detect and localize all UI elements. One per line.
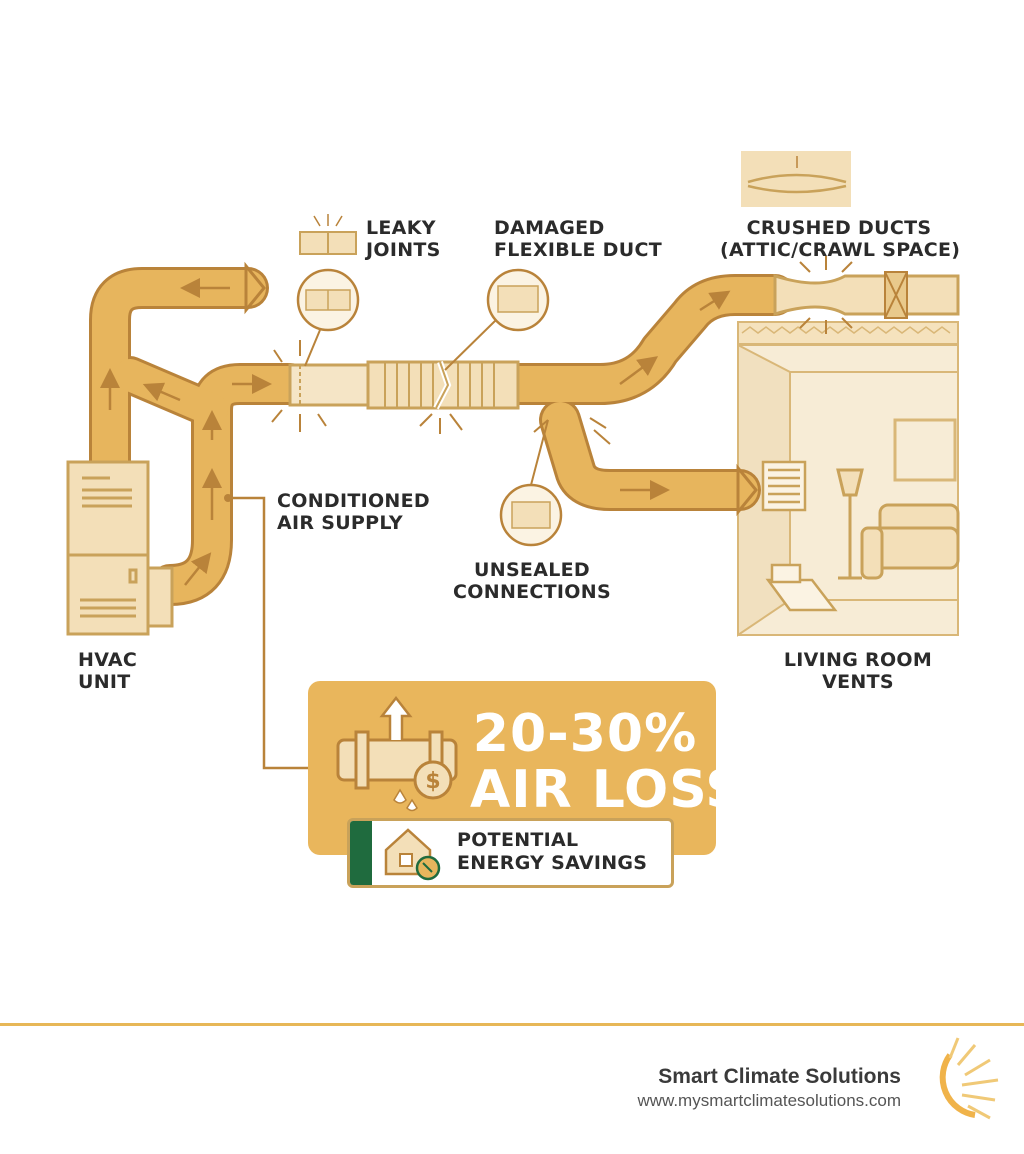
duct-network	[89, 267, 796, 606]
floor-vent-icon	[765, 563, 838, 612]
conditioned-air-leader	[224, 494, 308, 770]
label-crushed-ducts: CRUSHED DUCTS(ATTIC/CRAWL SPACE)	[720, 217, 961, 261]
callout-unsealed	[499, 419, 563, 547]
hvac-unit-icon	[66, 460, 174, 636]
brand-url[interactable]: www.mysmartclimatesolutions.com	[637, 1091, 901, 1110]
wall-vent-icon	[761, 460, 807, 512]
airflow-arrows	[100, 278, 731, 586]
leaky-joints-detail	[299, 214, 357, 255]
crushed-duct	[773, 256, 960, 334]
duct-outlet-arrow	[244, 261, 266, 315]
callout-leaky-joints	[296, 268, 360, 367]
footer-divider	[0, 1023, 1024, 1026]
callout-damaged-flex	[444, 268, 550, 371]
attic-insulation	[737, 321, 959, 345]
sofa-icon	[860, 503, 960, 580]
rigid-duct-section	[288, 363, 372, 407]
crushed-duct-detail	[741, 151, 851, 207]
brand-name: Smart Climate Solutions	[658, 1065, 901, 1088]
flexible-duct	[366, 360, 520, 410]
air-loss-value: 20-30% AIR LOSS	[470, 704, 744, 820]
sun-logo-icon	[939, 1037, 999, 1120]
leak-arrows	[271, 340, 611, 445]
savings-accent-bar	[350, 821, 372, 885]
duct-outlet-arrow	[736, 463, 758, 517]
floor-lamp-icon	[836, 468, 864, 580]
